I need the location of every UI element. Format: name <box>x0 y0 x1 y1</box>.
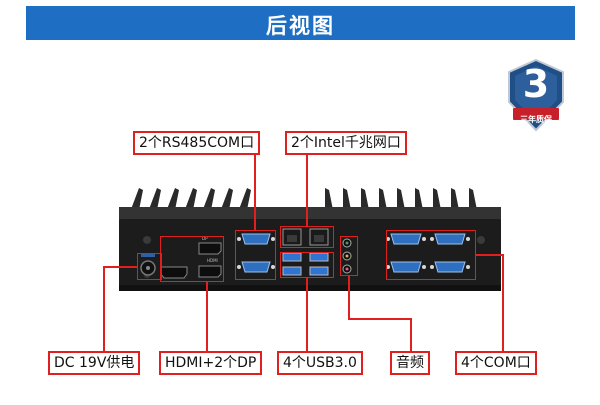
label-hdmi-dp: HDMI+2个DP <box>159 351 263 375</box>
warranty-number: 3 <box>522 62 550 106</box>
rs485-leader <box>254 152 256 230</box>
audio-leader-v1 <box>348 276 350 320</box>
com-leader-h <box>476 254 504 256</box>
usb-leader <box>306 278 308 352</box>
label-intel-lan: 2个Intel千兆网口 <box>285 131 407 155</box>
svg-text:DP: DP <box>202 236 208 241</box>
lan-leader <box>306 152 308 226</box>
usb-highlight <box>280 252 334 278</box>
dc-highlight <box>137 253 162 280</box>
page-title: 后视图 <box>266 14 335 38</box>
label-audio: 音频 <box>390 351 430 375</box>
label-com-ports: 4个COM口 <box>455 351 537 375</box>
label-rs485-com: 2个RS485COM口 <box>133 131 261 155</box>
label-usb3: 4个USB3.0 <box>277 351 363 375</box>
audio-highlight <box>340 236 358 276</box>
label-dc-power: DC 19V供电 <box>48 351 141 375</box>
title-bar: 后视图 <box>26 6 575 40</box>
lan-highlight <box>280 226 334 248</box>
com-leader-v <box>502 254 504 352</box>
audio-leader-h <box>348 318 412 320</box>
dc-leader-h <box>103 266 137 268</box>
svg-text:HDMI: HDMI <box>207 258 218 263</box>
hdmi-dp-highlight <box>160 236 224 282</box>
com-highlight <box>386 230 476 280</box>
warranty-badge-icon <box>508 58 564 132</box>
dc-leader-v <box>103 266 105 352</box>
warranty-text: 三年质保 <box>520 115 552 124</box>
rs485-highlight <box>235 230 276 280</box>
hdmi-leader <box>206 282 208 352</box>
audio-leader-v2 <box>410 318 412 352</box>
